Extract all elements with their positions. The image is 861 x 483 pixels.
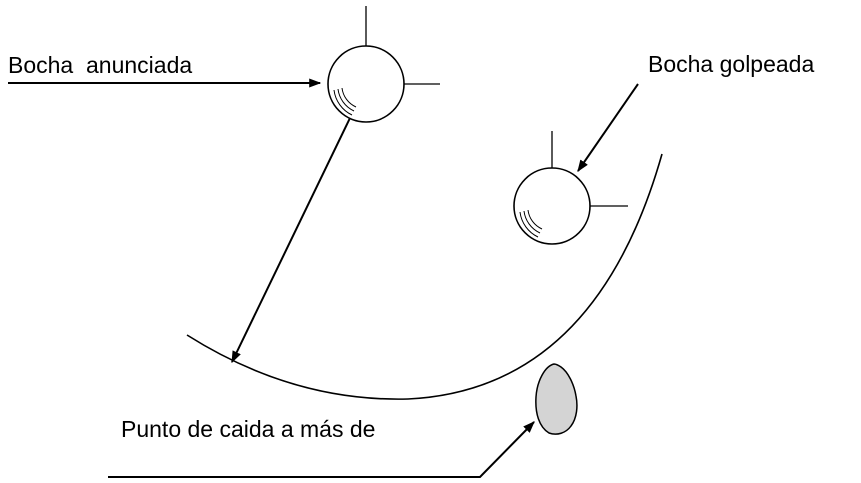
announced-ball-shine <box>333 87 357 116</box>
hit-ball-label: Bocha golpeada <box>648 51 815 77</box>
announced-ball-label: Bocha anunciada <box>8 52 193 78</box>
distance-arc <box>186 153 663 400</box>
hit-ball-pointer <box>577 83 639 172</box>
hit-ball-shine <box>519 209 543 238</box>
landing-point-label: Punto de caida a más de <box>121 416 376 442</box>
landing-leader-line <box>108 421 535 478</box>
hit-ball-circle <box>513 167 591 245</box>
announced-ball <box>327 6 440 123</box>
hit-ball <box>513 131 628 245</box>
landing-mark <box>535 363 578 435</box>
drop-arrow <box>231 117 351 364</box>
announced-ball-circle <box>327 45 405 123</box>
